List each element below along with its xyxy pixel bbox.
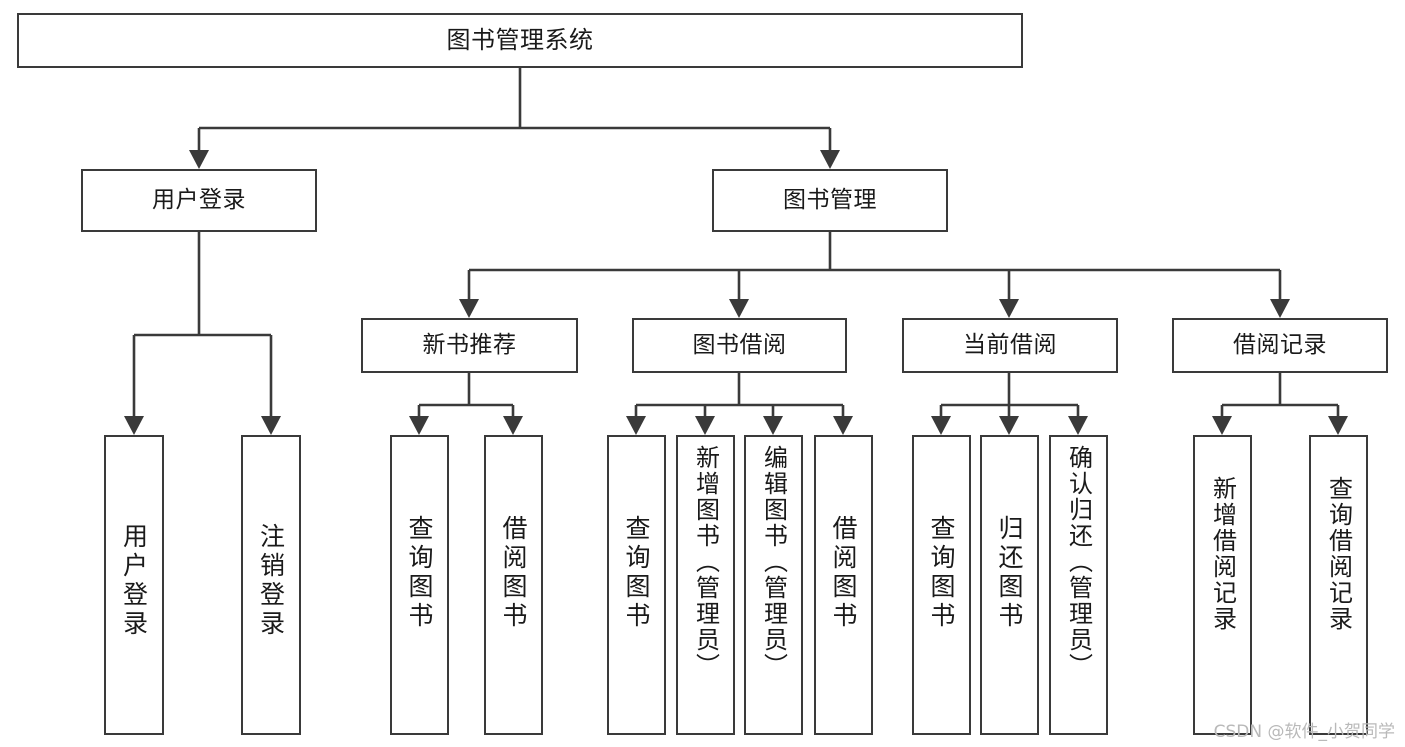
node-label: 图书管理系统 xyxy=(446,26,594,55)
arrowhead-bb-c1 xyxy=(626,416,646,435)
node-current-borrowing[interactable]: 当前借阅 xyxy=(902,318,1118,373)
leaf-user-login[interactable]: 用户登录 xyxy=(104,435,164,735)
node-label: 归还图书 xyxy=(995,515,1024,631)
node-label: 查询图书 xyxy=(622,515,651,631)
node-label: 编辑图书（管理员） xyxy=(759,445,788,679)
node-new-book-recommendation[interactable]: 新书推荐 xyxy=(361,318,578,373)
node-label: 借阅图书 xyxy=(829,515,858,631)
arrowhead-user-login xyxy=(189,150,209,169)
node-label: 借阅图书 xyxy=(499,515,528,631)
leaf-add-book-admin[interactable]: 新增图书（管理员） xyxy=(676,435,735,735)
leaf-query-borrow-record[interactable]: 查询借阅记录 xyxy=(1309,435,1368,735)
arrowhead-borrow-record xyxy=(1270,299,1290,318)
arrowhead-bb-c4 xyxy=(833,416,853,435)
node-label: 查询图书 xyxy=(405,515,434,631)
node-label: 图书借阅 xyxy=(692,331,787,358)
leaf-query-books-bb[interactable]: 查询图书 xyxy=(607,435,666,735)
arrowhead-book-mgmt xyxy=(820,150,840,169)
node-root-book-management-system[interactable]: 图书管理系统 xyxy=(17,13,1023,68)
leaf-edit-book-admin[interactable]: 编辑图书（管理员） xyxy=(744,435,803,735)
leaf-query-books-cb[interactable]: 查询图书 xyxy=(912,435,971,735)
leaf-borrow-books-nbr[interactable]: 借阅图书 xyxy=(484,435,543,735)
leaf-query-books-nbr[interactable]: 查询图书 xyxy=(390,435,449,735)
leaf-return-books[interactable]: 归还图书 xyxy=(980,435,1039,735)
node-label: 图书管理 xyxy=(783,186,877,213)
arrowhead-leaf-logout xyxy=(261,416,281,435)
leaf-logout[interactable]: 注销登录 xyxy=(241,435,301,735)
arrowhead-cb-c3 xyxy=(1068,416,1088,435)
node-label: 新书推荐 xyxy=(422,331,517,358)
node-label: 确认归还（管理员） xyxy=(1064,445,1093,679)
node-label: 当前借阅 xyxy=(963,331,1057,358)
node-label: 借阅记录 xyxy=(1233,331,1327,358)
arrowhead-current-borrow xyxy=(999,299,1019,318)
arrowhead-new-book-rec xyxy=(459,299,479,318)
node-label: 用户登录 xyxy=(119,523,149,639)
node-book-management[interactable]: 图书管理 xyxy=(712,169,948,232)
arrowhead-nbr-c1 xyxy=(409,416,429,435)
leaf-borrow-books-bb[interactable]: 借阅图书 xyxy=(814,435,873,735)
arrowhead-nbr-c2 xyxy=(503,416,523,435)
node-borrowing-record[interactable]: 借阅记录 xyxy=(1172,318,1388,373)
node-label: 新增借阅记录 xyxy=(1208,476,1237,632)
arrowhead-leaf-user-login xyxy=(124,416,144,435)
node-user-login[interactable]: 用户登录 xyxy=(81,169,317,232)
arrowhead-book-borrow xyxy=(729,299,749,318)
leaf-add-borrow-record[interactable]: 新增借阅记录 xyxy=(1193,435,1252,735)
node-label: 查询借阅记录 xyxy=(1324,476,1353,632)
node-label: 查询图书 xyxy=(927,515,956,631)
arrowhead-cb-c1 xyxy=(931,416,951,435)
node-label: 用户登录 xyxy=(152,186,246,213)
arrowhead-br-c2 xyxy=(1328,416,1348,435)
node-label: 新增图书（管理员） xyxy=(691,445,720,679)
leaf-confirm-return-admin[interactable]: 确认归还（管理员） xyxy=(1049,435,1108,735)
arrowhead-br-c1 xyxy=(1212,416,1232,435)
arrowhead-bb-c2 xyxy=(695,416,715,435)
arrowhead-cb-c2 xyxy=(999,416,1019,435)
node-book-borrowing[interactable]: 图书借阅 xyxy=(632,318,847,373)
arrowhead-bb-c3 xyxy=(763,416,783,435)
node-label: 注销登录 xyxy=(256,523,286,639)
